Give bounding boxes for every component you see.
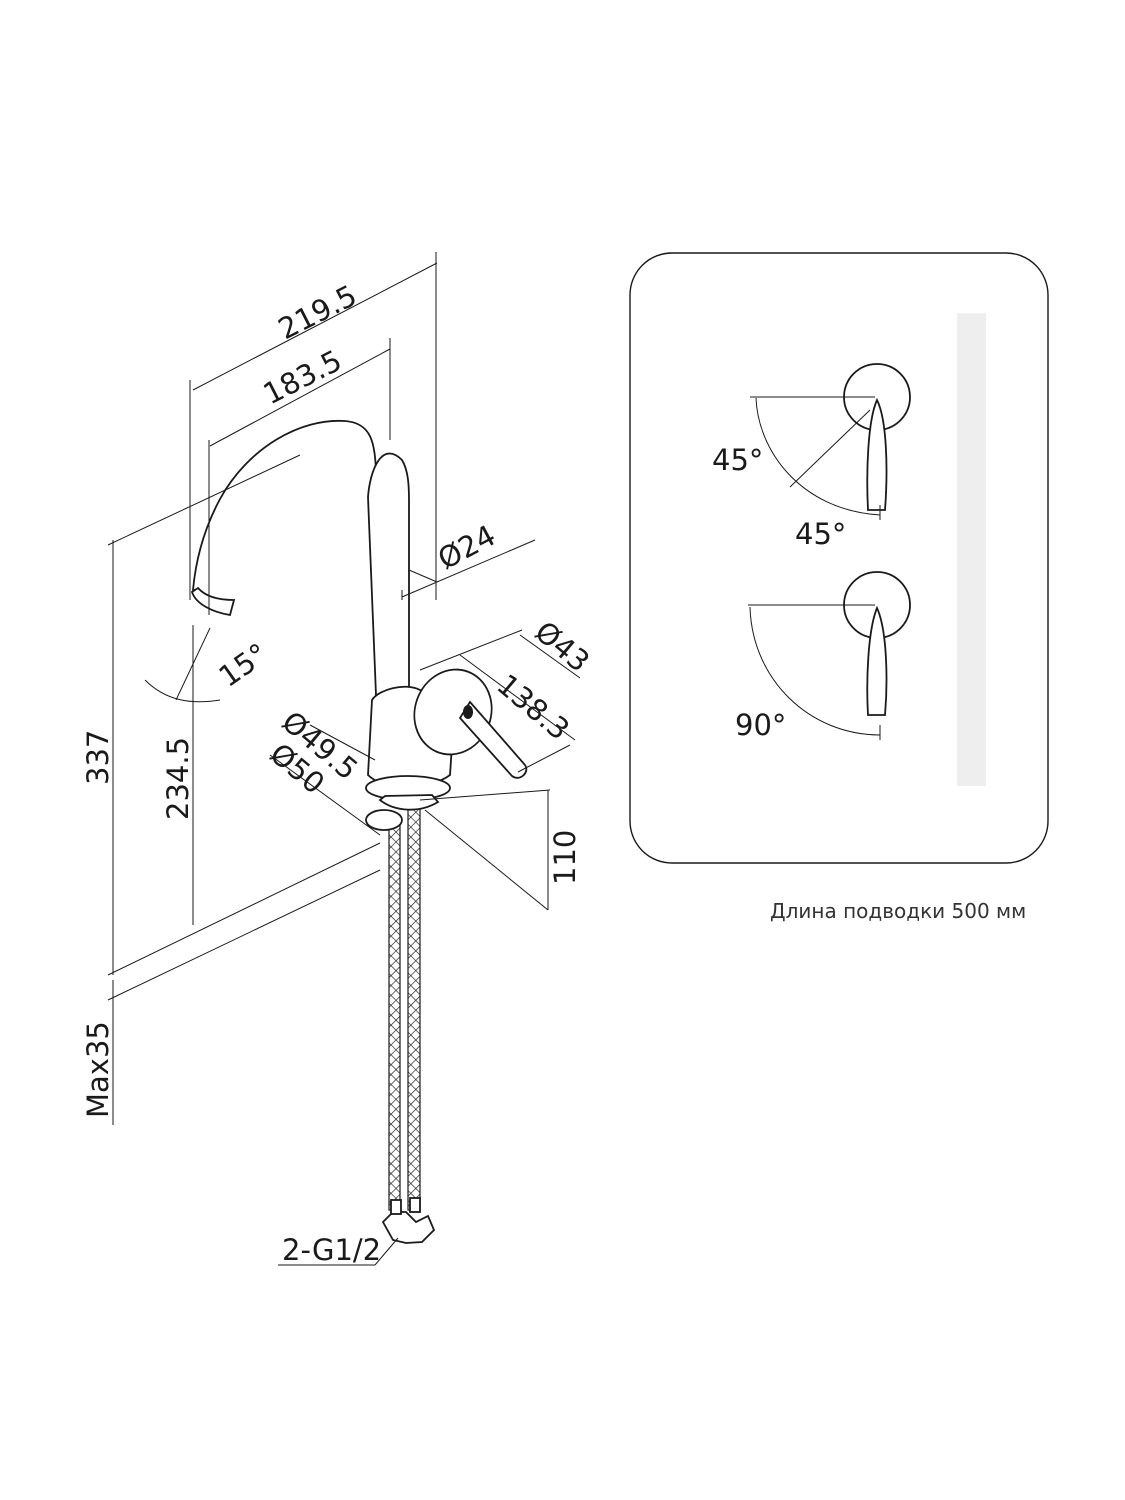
dim-body-height: 110 xyxy=(548,830,582,885)
supply-hose-length-note: Длина подводки 500 мм xyxy=(770,899,1026,923)
handle-rotation-panel: 45° 45° 90° xyxy=(629,252,1049,864)
angle-lower: 90° xyxy=(735,708,786,742)
dim-connection-thread: 2-G1/2 xyxy=(282,1233,381,1267)
dim-spout-angle: 15° xyxy=(213,636,275,693)
angle-upper-bottom: 45° xyxy=(795,517,846,551)
dim-183-5: 183.5 xyxy=(258,343,347,411)
dim-total-height: 337 xyxy=(81,730,115,785)
dim-handle-diameter: Ø43 xyxy=(529,614,597,678)
dimension-lines xyxy=(107,252,581,1266)
dim-handle-length: 138.3 xyxy=(491,667,576,746)
lever-handle xyxy=(458,700,528,779)
wall-stripe xyxy=(957,313,986,786)
angle-upper-left: 45° xyxy=(712,443,763,477)
dim-spout-diameter: Ø24 xyxy=(432,518,501,576)
handle-top-view-lower xyxy=(748,571,911,740)
faucet-view: 219.5 183.5 Ø24 Ø43 138.3 Ø49.5 Ø50 110 … xyxy=(81,252,596,1267)
supply-hoses xyxy=(381,804,436,1244)
dim-outlet-height: 234.5 xyxy=(161,737,195,820)
handle-top-view-upper xyxy=(750,363,911,520)
dim-219-5: 219.5 xyxy=(273,278,362,346)
dim-max-thickness: Max35 xyxy=(81,1021,115,1118)
